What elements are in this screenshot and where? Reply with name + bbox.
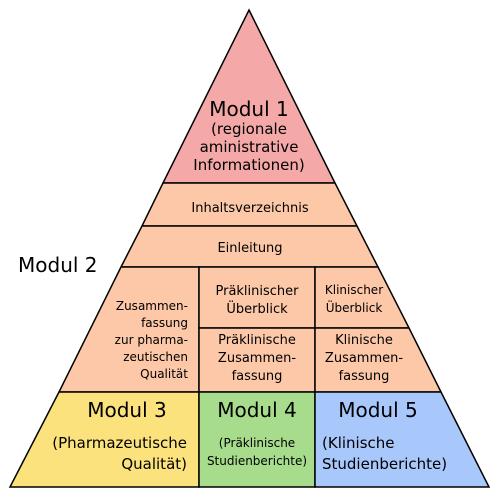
clinical-overview-cell bbox=[314, 266, 411, 329]
quality-summary-line5: Qualität bbox=[140, 367, 188, 381]
modul3-title: Modul 3 bbox=[87, 398, 167, 422]
quality-summary-line1: Zusammen- bbox=[116, 299, 188, 313]
preclinical-overview-line2: Überblick bbox=[226, 300, 288, 317]
preclinical-overview-line1: Präklinischer bbox=[215, 284, 299, 299]
quality-summary-line2: fassung bbox=[141, 316, 188, 330]
quality-summary-line4: zeutischen bbox=[123, 350, 188, 364]
modul1-desc-line3: Informationen) bbox=[193, 156, 304, 174]
intro-label: Einleitung bbox=[217, 241, 282, 256]
modul4-desc-line2: Studienberichte) bbox=[207, 454, 307, 468]
modul3-desc-line2: Qualität) bbox=[121, 455, 187, 473]
modul4-title: Modul 4 bbox=[217, 398, 297, 422]
modul5-desc-line2: Studienberichte) bbox=[322, 455, 447, 473]
modul5-section bbox=[314, 391, 491, 488]
clinical-overview-line1: Klinischer bbox=[325, 283, 383, 297]
modul5-title: Modul 5 bbox=[338, 398, 418, 422]
modul3-desc-line1: (Pharmazeutische bbox=[52, 434, 187, 452]
modul4-desc-line1: (Präklinische bbox=[219, 436, 295, 450]
quality-summary-line3: zur pharma- bbox=[115, 333, 188, 347]
modul1-title: Modul 1 bbox=[209, 97, 289, 121]
modul1-desc-line2: aministrative bbox=[200, 138, 299, 156]
clinical-overview-line2: Überblick bbox=[326, 299, 383, 315]
clinical-summary-line2: Zusammen- bbox=[325, 351, 403, 366]
modul1-desc-line1: (regionale bbox=[211, 120, 287, 138]
toc-label: Inhaltsverzeichnis bbox=[191, 201, 308, 216]
preclinical-summary-line1: Präklinische bbox=[218, 333, 296, 348]
modul2-label: Modul 2 bbox=[18, 253, 98, 277]
preclinical-summary-line3: fassung bbox=[232, 369, 283, 384]
preclinical-summary-line2: Zusammen- bbox=[218, 351, 296, 366]
modul4-section bbox=[198, 391, 316, 488]
clinical-summary-line1: Klinische bbox=[335, 333, 393, 348]
clinical-summary-line3: fassung bbox=[339, 369, 390, 384]
modul5-desc-line1: (Klinische bbox=[322, 434, 395, 452]
